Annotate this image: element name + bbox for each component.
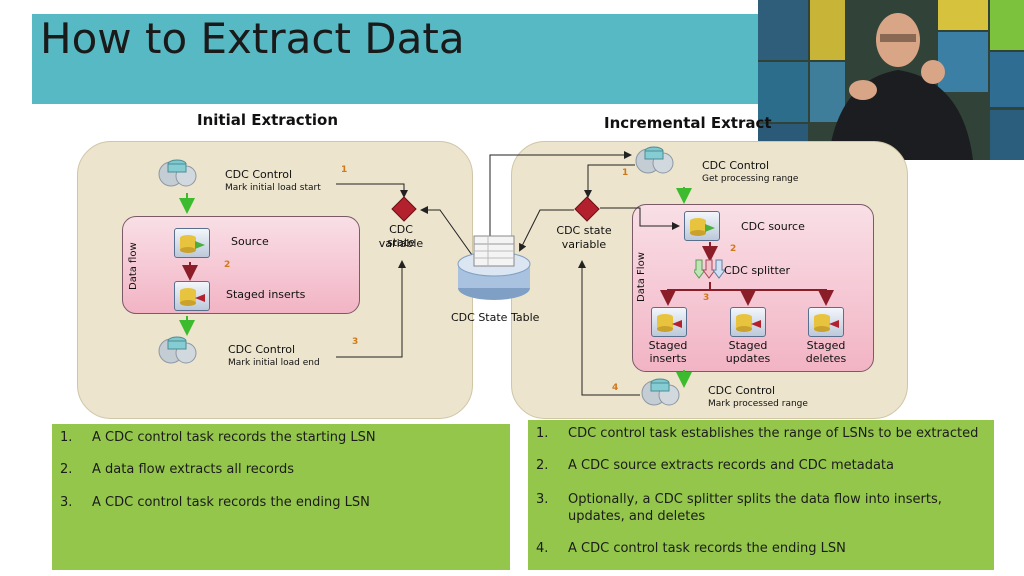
initial-state-variable-label-1: CDC state xyxy=(387,223,415,249)
arrow-end-control-to-variable xyxy=(578,260,640,396)
staged-deletes-label-1: Staged xyxy=(806,339,846,352)
initial-extraction-heading: Initial Extraction xyxy=(197,111,338,129)
arrow-variable-to-source xyxy=(600,207,680,230)
cdc-control-end-label: CDC Control xyxy=(228,343,296,356)
list-item: 2. A CDC source extracts records and CDC… xyxy=(536,458,894,473)
staged-deletes-label-2: deletes xyxy=(805,352,847,365)
list-item: 3. Optionally, a CDC splitter splits the… xyxy=(536,492,942,524)
arrow-start-to-variable xyxy=(336,183,408,198)
arrow-splitter-to-updates xyxy=(710,289,756,306)
source-label: Source xyxy=(231,235,269,248)
cdc-control-start-icon xyxy=(158,159,197,187)
staged-updates-icon xyxy=(730,307,766,337)
arrow-control-to-variable xyxy=(584,164,635,198)
cdc-control-start-sub: Mark initial load start xyxy=(225,183,321,193)
source-icon xyxy=(174,228,210,258)
list-item: 2. A data flow extracts all records xyxy=(60,462,294,477)
staged-updates-label-1: Staged xyxy=(728,339,768,352)
incremental-staged-inserts-label-1: Staged xyxy=(648,339,688,352)
initial-step-2: 2 xyxy=(224,260,231,270)
initial-state-variable-icon xyxy=(391,196,417,222)
incremental-steps-box: 1. CDC control task establishes the rang… xyxy=(528,420,994,570)
cdc-control-end-icon xyxy=(158,336,197,364)
list-item: 1. CDC control task establishes the rang… xyxy=(536,426,979,441)
arrow-table-to-control xyxy=(489,151,632,255)
incremental-staged-inserts-label-2: inserts xyxy=(649,352,687,365)
incremental-cdc-control-label: CDC Control xyxy=(702,159,770,172)
list-item: 3. A CDC control task records the ending… xyxy=(60,495,370,510)
incremental-step-3: 3 xyxy=(703,293,710,303)
arrow-variable-to-table xyxy=(519,209,574,252)
cdc-source-icon xyxy=(684,211,720,241)
cdc-control-end-sub: Mark initial load end xyxy=(228,358,320,368)
incremental-state-variable-label-1: CDC state xyxy=(556,224,612,237)
initial-step-1: 1 xyxy=(341,165,348,175)
initial-steps-box: 1. A CDC control task records the starti… xyxy=(52,424,510,570)
arrow-end-to-variable xyxy=(336,260,406,358)
cdc-source-label: CDC source xyxy=(741,220,805,233)
incremental-state-variable-icon xyxy=(574,196,600,222)
presenter-video-image xyxy=(758,0,1024,160)
incremental-step-4: 4 xyxy=(612,383,619,393)
arrow-splitter-to-inserts xyxy=(660,282,711,306)
incremental-step-1: 1 xyxy=(622,168,629,178)
list-item: 4. A CDC control task records the ending… xyxy=(536,541,846,556)
arrow-splitter-to-deletes xyxy=(748,289,834,306)
cdc-control-start-label: CDC Control xyxy=(225,168,293,181)
initial-state-variable-label-2: variable xyxy=(378,237,424,250)
incremental-cdc-control-end-label: CDC Control xyxy=(708,384,776,397)
cdc-splitter-icon xyxy=(694,259,726,279)
staged-inserts-icon xyxy=(174,281,210,311)
incremental-state-variable-label-2: variable xyxy=(561,238,607,251)
incremental-extract-heading: Incremental Extract xyxy=(604,114,772,132)
initial-step-3: 3 xyxy=(352,337,359,347)
list-item: 1. A CDC control task records the starti… xyxy=(60,430,376,445)
page-title: How to Extract Data xyxy=(40,14,465,63)
title-bar xyxy=(32,14,772,104)
arrow-table-to-variable xyxy=(420,206,473,256)
incremental-staged-inserts-icon xyxy=(651,307,687,337)
staged-updates-label-2: updates xyxy=(725,352,771,365)
incremental-step-2: 2 xyxy=(730,244,737,254)
incremental-cdc-control-sub: Get processing range xyxy=(702,174,799,184)
staged-inserts-label: Staged inserts xyxy=(226,288,306,301)
cdc-state-table-icon xyxy=(457,235,531,300)
incremental-data-flow-box xyxy=(632,204,874,372)
incremental-cdc-control-icon xyxy=(635,146,674,174)
cdc-splitter-label: CDC splitter xyxy=(724,264,791,277)
incremental-cdc-control-end-sub: Mark processed range xyxy=(708,399,808,409)
presenter-video xyxy=(758,0,1024,160)
staged-deletes-icon xyxy=(808,307,844,337)
initial-data-flow-box xyxy=(122,216,360,314)
incremental-cdc-control-end-icon xyxy=(641,378,680,406)
cdc-state-table-label: CDC State Table xyxy=(451,311,540,324)
